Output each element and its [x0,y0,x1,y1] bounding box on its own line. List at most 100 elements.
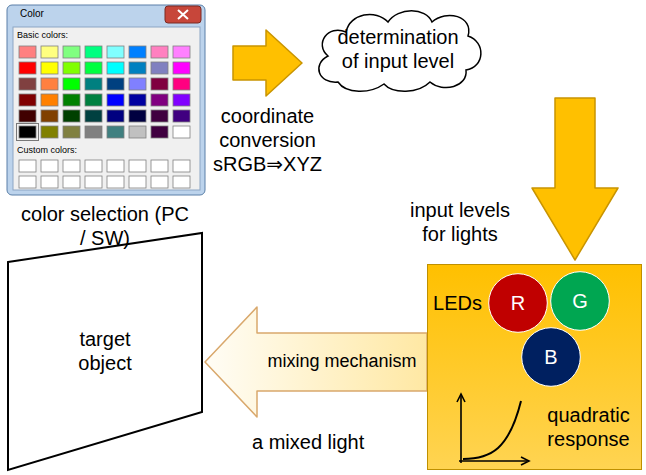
custom-swatch [19,160,36,172]
custom-swatch [107,176,124,188]
color-swatch [173,78,190,90]
node-text: target object [55,327,155,375]
led-unit: LEDs quadratic response R G B [427,264,642,470]
node-text: R [511,291,525,315]
color-swatch [129,126,146,138]
swatch-grid [19,46,190,138]
color-swatch [129,94,146,106]
edge-label: mixing mechanism [267,351,416,373]
color-swatch [151,110,168,122]
color-swatch [63,110,80,122]
color-swatch [107,94,124,106]
free-label: a mixed light [252,430,364,454]
color-swatch [41,46,58,58]
custom-swatch [63,176,80,188]
color-swatch [129,46,146,58]
color-swatch [41,94,58,106]
led-disc [489,274,548,333]
process-cloud: determination of input level [308,4,488,94]
block-arrow [205,307,427,417]
cloud-shape [319,11,481,92]
close-icon [178,10,188,19]
edge-label: coordinate conversion sRGB⇒XYZ [206,104,330,176]
led-disc [522,328,581,387]
color-swatch [63,78,80,90]
color-swatch [173,62,190,74]
color-swatch [129,62,146,74]
color-swatch [41,110,58,122]
custom-swatch [173,176,190,188]
color-swatch [173,94,190,106]
cloud-outline [308,4,488,94]
color-swatch [85,62,102,74]
block-arrow [532,98,618,260]
custom-swatch [85,176,102,188]
color-swatch [107,46,124,58]
target-object: target object [5,230,205,472]
color-swatch [151,94,168,106]
edge-label: input levels for lights [400,198,520,246]
quadratic-graph [457,394,529,465]
node-text: Basic colors: [17,30,167,41]
color-swatch [19,62,36,74]
custom-swatch [173,160,190,172]
led-disc [551,272,610,331]
color-swatch [41,62,58,74]
color-swatch [41,78,58,90]
parallelogram-shape [8,233,202,470]
selection-focus [17,124,39,141]
color-swatch [107,78,124,90]
custom-swatch [129,176,146,188]
custom-swatch [85,160,102,172]
color-swatch [85,110,102,122]
color-swatch [107,126,124,138]
color-swatch [85,126,102,138]
custom-swatch [41,176,58,188]
color-swatch [41,126,58,138]
custom-swatch [151,160,168,172]
color-swatch [63,94,80,106]
color-swatch [151,46,168,58]
led-circle: B [521,327,581,387]
color-swatch [173,126,190,138]
color-swatch [63,126,80,138]
color-swatch [19,46,36,58]
color-swatch [19,78,36,90]
color-dialog: ColorBasic colors:Custom colors:color se… [7,5,205,195]
custom-swatch [151,176,168,188]
color-swatch [107,110,124,122]
node-text: quadratic response [536,403,641,451]
color-swatch [19,110,36,122]
custom-grid [19,160,190,188]
color-swatch [63,46,80,58]
dialog-client [13,27,200,190]
node-text: Color [20,8,120,20]
color-swatch [151,78,168,90]
node-text: determination of input level [331,25,466,73]
custom-swatch [41,160,58,172]
led-circle: R [488,273,548,333]
node-text: G [572,289,588,313]
color-swatch [129,78,146,90]
node-text: LEDs [430,291,482,315]
block-arrow [233,30,302,96]
color-swatch [19,126,36,138]
node-text: color selection (PC / SW) [20,202,190,250]
dialog-frame [7,5,205,195]
color-swatch [19,94,36,106]
custom-swatch [19,176,36,188]
color-swatch [173,46,190,58]
color-swatch [85,46,102,58]
parallelogram-outline [5,230,205,472]
node-text: Custom colors: [17,145,167,156]
custom-swatch [129,160,146,172]
node-text: B [544,345,557,369]
color-swatch [173,110,190,122]
close-button [165,6,201,23]
color-swatch [151,126,168,138]
color-swatch [63,62,80,74]
color-swatch [85,78,102,90]
led-circle: G [550,271,610,331]
color-swatch [151,62,168,74]
